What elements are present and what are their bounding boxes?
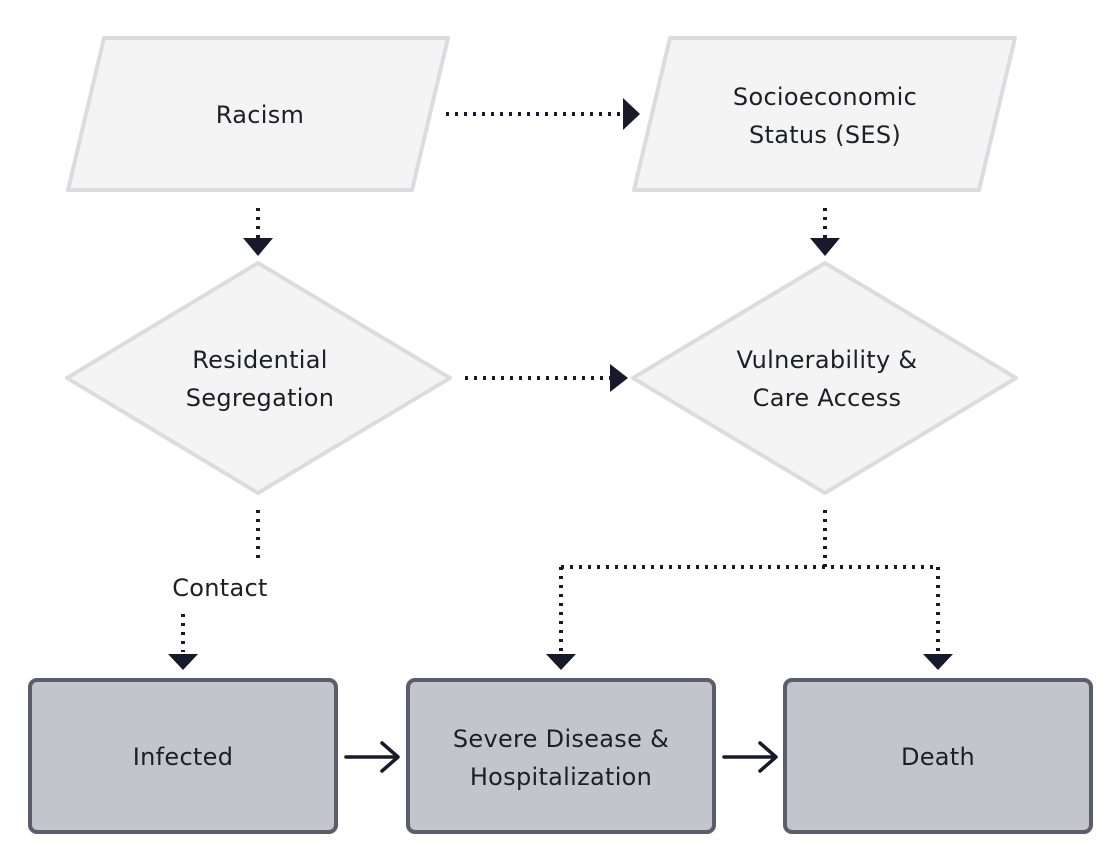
arrow-vulnerability-to-outcomes (559, 510, 940, 655)
racism-node (66, 36, 450, 192)
severe-label: Severe Disease & Hospitalization (410, 720, 712, 796)
arrowhead-severe (546, 654, 576, 670)
ses-label: Socioeconomic Status (SES) (665, 78, 985, 154)
vulnerability-label: Vulnerability & Care Access (667, 341, 987, 417)
death-label: Death (787, 722, 1089, 792)
arrowhead-death (923, 654, 953, 670)
arrowhead-segregation (243, 238, 273, 256)
segregation-label: Residential Segregation (100, 341, 420, 417)
vulnerability-node (631, 261, 1018, 495)
segregation-node (65, 261, 452, 495)
arrowhead-vulnerability (810, 238, 840, 256)
severe-label-line-2: Hospitalization (469, 763, 653, 791)
contact-label: Contact (140, 568, 300, 608)
segregation-label-line-1: Residential (192, 346, 328, 374)
severe-node (406, 678, 716, 834)
infected-label: Infected (32, 722, 334, 792)
arrowhead-vulnerability-side (610, 364, 628, 392)
death-label-line: Death (900, 743, 976, 771)
vulnerability-label-line-2: Care Access (752, 384, 902, 412)
segregation-label-line-2: Segregation (185, 384, 335, 412)
contact-label-text: Contact (172, 574, 268, 602)
vulnerability-label-line-1: Vulnerability & (736, 346, 918, 374)
arrowhead-infected (168, 654, 198, 670)
infected-node (28, 678, 338, 834)
arrow-infected-to-severe (344, 741, 400, 773)
infected-label-line: Infected (132, 743, 234, 771)
racism-label-line: Racism (215, 101, 305, 129)
severe-label-line-1: Severe Disease & (452, 725, 670, 753)
arrowhead-ses (623, 98, 640, 130)
ses-node (632, 36, 1017, 192)
arrow-severe-to-death (722, 741, 778, 773)
ses-label-line-2: Status (SES) (748, 121, 902, 149)
racism-label: Racism (100, 80, 420, 150)
death-node (783, 678, 1093, 834)
ses-label-line-1: Socioeconomic (732, 83, 918, 111)
